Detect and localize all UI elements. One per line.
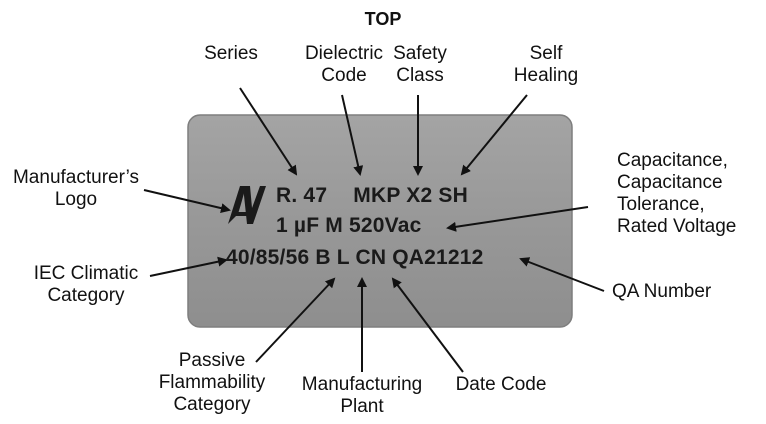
arrow-dielectric — [341, 94, 364, 176]
marking-line-3: 40/85/56 B L CN QA21212 — [226, 246, 484, 269]
capacitor-body — [187, 114, 573, 328]
arrow-manufacturer — [143, 189, 231, 214]
arrow-passive — [255, 277, 336, 363]
dielectric-code: MKP — [353, 184, 401, 207]
label-series: Series — [204, 43, 258, 64]
arrow-iec — [149, 256, 228, 277]
label-date-code: Date Code — [455, 374, 547, 395]
leader-lines — [143, 87, 605, 373]
arrow-qa — [519, 257, 605, 292]
diagram-title: TOP — [364, 9, 402, 29]
safety-class-code: X2 — [406, 184, 433, 207]
marking-line-1: R. 47 MKP X2 SH — [276, 184, 468, 208]
arrow-series — [239, 87, 298, 176]
marking-line-2: 1 µF M 520Vac — [276, 214, 422, 237]
arrow-date — [391, 277, 464, 373]
self-healing-code: SH — [438, 184, 468, 207]
arrow-capacitance — [446, 206, 589, 232]
label-qa-number: QA Number — [612, 281, 712, 302]
av-logo-icon — [228, 186, 266, 224]
series-code: R. 47 — [276, 184, 328, 207]
arrow-self-healing — [460, 94, 528, 176]
